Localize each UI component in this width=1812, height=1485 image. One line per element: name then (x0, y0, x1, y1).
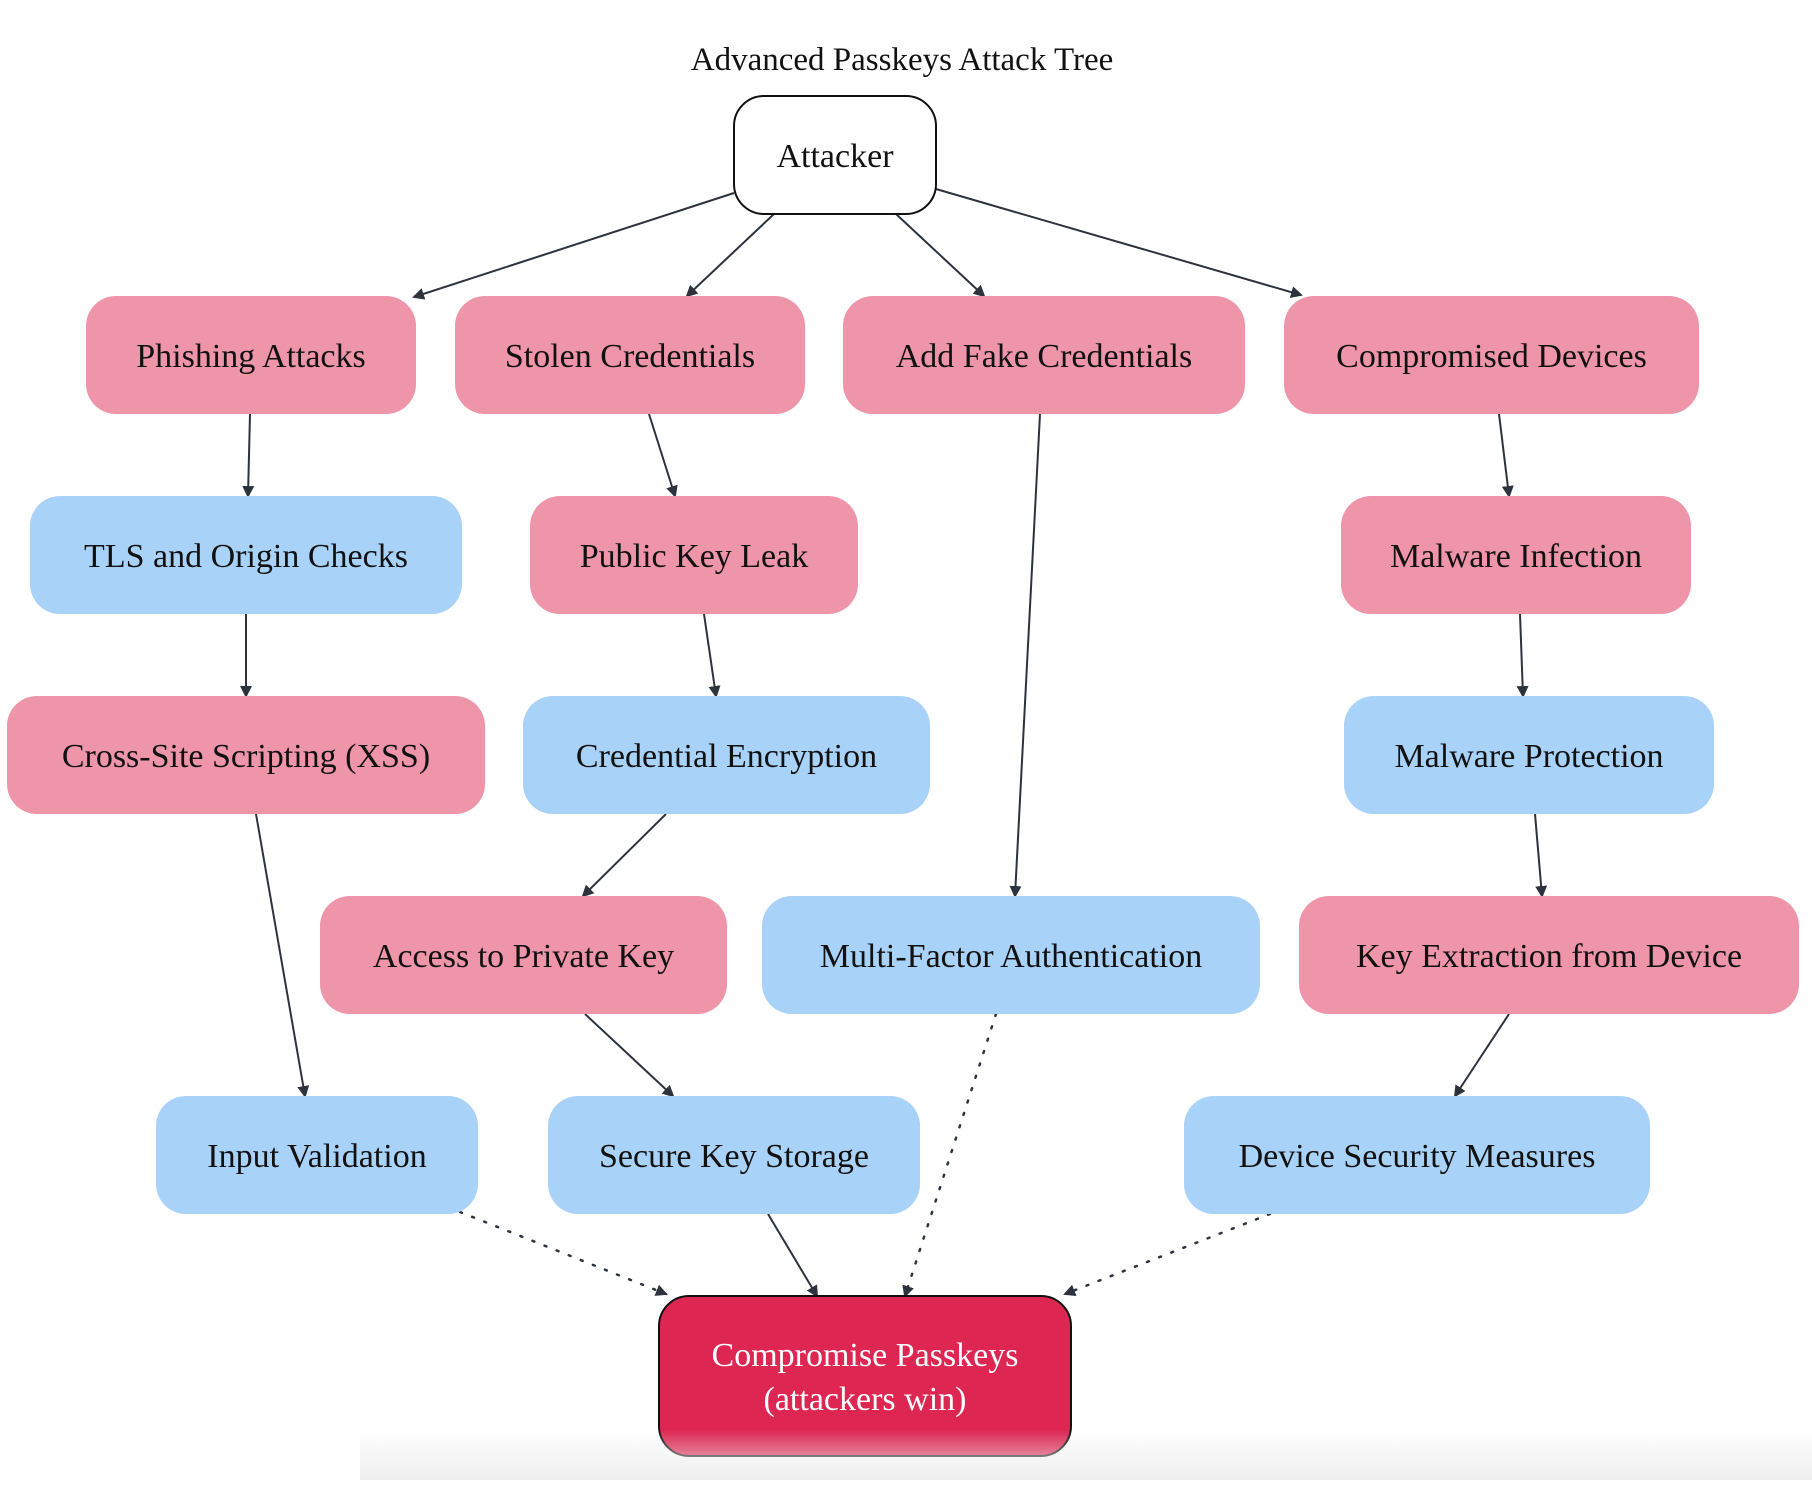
node-pubkey-box (530, 496, 858, 614)
node-inputval-label: Input Validation (207, 1138, 426, 1175)
edge-attacker-to-phishing (412, 192, 735, 300)
node-devsec: Device Security Measures (1184, 1096, 1650, 1214)
node-attacker-label: Attacker (776, 138, 894, 175)
node-compromised: Compromised Devices (1284, 296, 1699, 414)
node-devsec-label: Device Security Measures (1239, 1138, 1596, 1175)
node-encrypt-label: Credential Encryption (576, 738, 877, 775)
node-phishing-box (86, 296, 416, 414)
diagram-title: Advanced Passkeys Attack Tree (691, 42, 1114, 78)
edge-malware-to-malprot (1516, 613, 1529, 698)
node-keyext-box (1299, 896, 1799, 1014)
node-fake-box (843, 296, 1245, 414)
node-xss-label: Cross-Site Scripting (XSS) (62, 738, 430, 775)
node-privkey-box (320, 896, 727, 1014)
node-mfa-label: Multi-Factor Authentication (820, 938, 1202, 975)
node-fake-label: Add Fake Credentials (896, 338, 1193, 375)
node-securekey-label: Secure Key Storage (599, 1138, 869, 1175)
edge-malprot-to-keyext (1534, 813, 1548, 898)
edge-keyext-to-devsec (1453, 1013, 1510, 1098)
node-malware-label: Malware Infection (1390, 538, 1642, 575)
node-pubkey: Public Key Leak (530, 496, 858, 614)
node-phishing-label: Phishing Attacks (136, 338, 366, 375)
node-keyext: Key Extraction from Device (1299, 896, 1799, 1014)
node-keyext-label: Key Extraction from Device (1356, 938, 1742, 975)
node-xss: Cross-Site Scripting (XSS) (7, 696, 485, 814)
edge-layer (240, 188, 1548, 1298)
edge-inputval-to-goal (458, 1210, 668, 1296)
node-xss-box (7, 696, 485, 814)
node-phishing: Phishing Attacks (86, 296, 416, 414)
node-goal-label: (attackers win) (764, 1381, 967, 1418)
node-tls-box (30, 496, 462, 614)
edge-fake-to-mfa (1009, 413, 1041, 898)
edge-stolen-to-pubkey (648, 413, 678, 498)
edge-securekey-to-goal (767, 1213, 819, 1298)
node-attacker-box (733, 95, 937, 215)
edge-xss-to-inputval (255, 813, 310, 1098)
node-privkey-label: Access to Private Key (373, 938, 674, 975)
edge-pubkey-to-encrypt (703, 613, 721, 698)
edge-encrypt-to-privkey (581, 813, 667, 898)
edge-attacker-to-fake (895, 213, 986, 298)
edge-compromised-to-malware (1498, 413, 1514, 498)
node-goal-label: Compromise Passkeys (712, 1337, 1019, 1374)
node-malware: Malware Infection (1341, 496, 1691, 614)
node-mfa: Multi-Factor Authentication (762, 896, 1260, 1014)
node-pubkey-label: Public Key Leak (580, 538, 809, 575)
node-stolen-label: Stolen Credentials (505, 338, 755, 375)
node-tls: TLS and Origin Checks (30, 496, 462, 614)
node-attacker: Attacker (733, 95, 937, 215)
node-devsec-box (1184, 1096, 1650, 1214)
edge-mfa-to-goal (902, 1012, 998, 1298)
node-privkey: Access to Private Key (320, 896, 727, 1014)
node-stolen-box (455, 296, 805, 414)
node-mfa-box (762, 896, 1260, 1014)
node-malprot-box (1344, 696, 1714, 814)
node-compromised-box (1284, 296, 1699, 414)
edge-phishing-to-tls (242, 413, 255, 498)
edge-attacker-to-stolen (685, 213, 775, 298)
node-inputval: Input Validation (156, 1096, 478, 1214)
edge-attacker-to-compromised (935, 188, 1303, 298)
bottom-shade (360, 1430, 1812, 1480)
node-encrypt-box (523, 696, 930, 814)
node-securekey-box (548, 1096, 920, 1214)
node-securekey: Secure Key Storage (548, 1096, 920, 1214)
node-stolen: Stolen Credentials (455, 296, 805, 414)
node-compromised-label: Compromised Devices (1336, 338, 1647, 375)
edge-devsec-to-goal (1063, 1212, 1272, 1296)
node-malprot: Malware Protection (1344, 696, 1714, 814)
node-malprot-label: Malware Protection (1394, 738, 1663, 775)
node-malware-box (1341, 496, 1691, 614)
node-inputval-box (156, 1096, 478, 1214)
edge-privkey-to-securekey (584, 1013, 675, 1098)
node-fake: Add Fake Credentials (843, 296, 1245, 414)
node-tls-label: TLS and Origin Checks (84, 538, 408, 575)
node-encrypt: Credential Encryption (523, 696, 930, 814)
